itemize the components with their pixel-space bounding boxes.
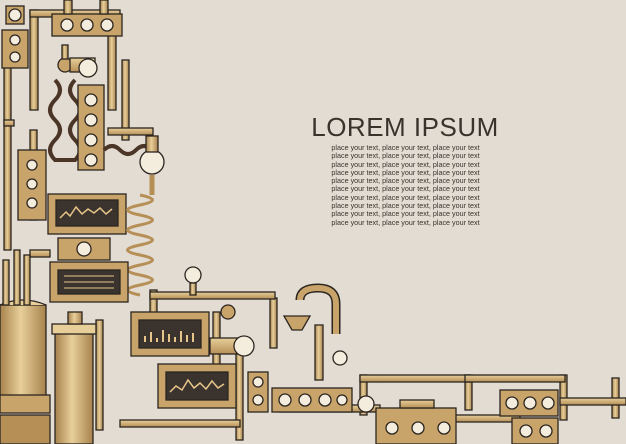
body-line: place your text, place your text, place … — [331, 159, 480, 169]
body-line: place your text, place your text, place … — [331, 143, 480, 152]
body-line: place your text, place your text, place … — [331, 184, 480, 194]
body-line: place your text, place your text, place … — [331, 217, 480, 227]
body-line: place your text, place your text, place … — [331, 192, 480, 202]
body-text: place your text, place your text, place … — [303, 143, 508, 227]
body-line: place your text, place your text, place … — [331, 167, 480, 177]
body-line: place your text, place your text, place … — [331, 209, 480, 219]
body-line: place your text, place your text, place … — [331, 201, 480, 211]
body-line: place your text, place your text, place … — [331, 151, 480, 161]
body-line: place your text, place your text, place … — [331, 176, 480, 186]
headline: LOREM IPSUM — [311, 112, 499, 142]
